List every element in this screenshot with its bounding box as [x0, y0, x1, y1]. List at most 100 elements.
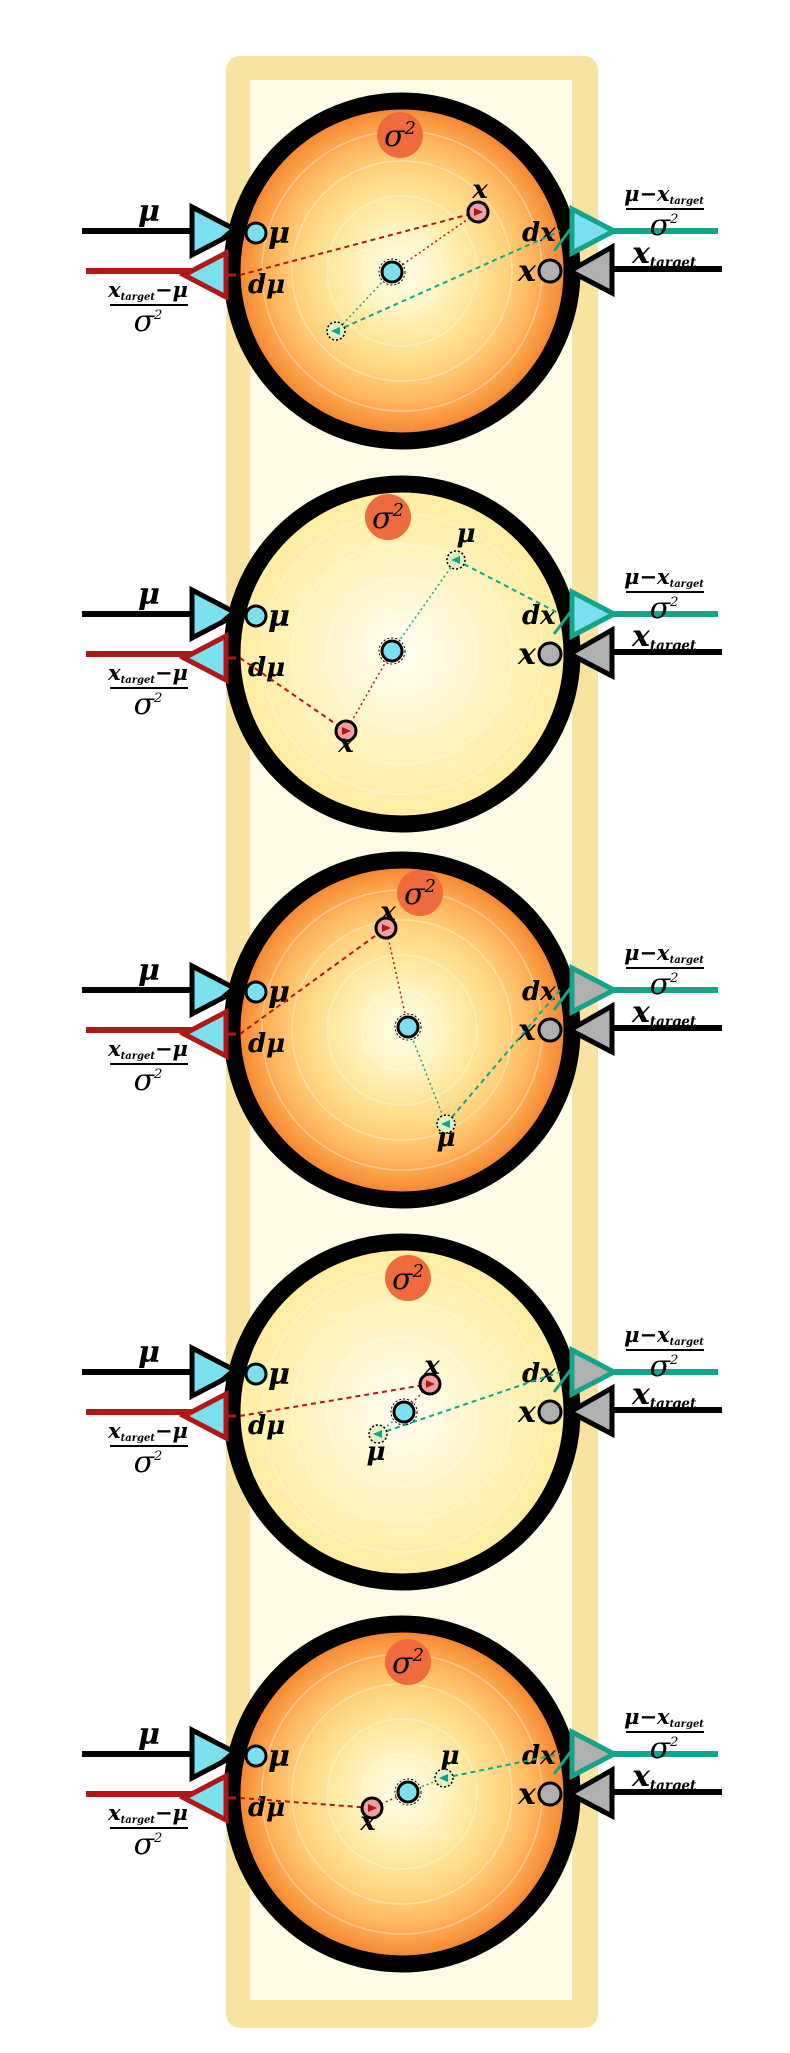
x-port-label: x	[517, 637, 537, 672]
x-port-dot	[537, 1781, 563, 1807]
sigma-badge	[397, 870, 443, 916]
mu-port-dot	[244, 604, 268, 628]
mu-port-dot	[244, 1362, 268, 1386]
dmu-output-port-icon	[178, 1771, 229, 1825]
target-arrow-icon	[439, 1774, 448, 1782]
mu-port-dot	[244, 980, 268, 1004]
grad-mu-numerator: xtarget−μ	[107, 277, 188, 303]
sigma-squared-label: σ2	[392, 1261, 424, 1297]
mu-port-label: μ	[268, 216, 290, 251]
contour-ring	[291, 919, 513, 1141]
x-port-dot	[537, 641, 563, 667]
x-target-label: xtarget	[631, 995, 697, 1030]
mean-marker-icon	[380, 260, 404, 284]
sample-x-label: x	[337, 729, 354, 759]
x-port-dot	[537, 258, 563, 284]
x-port-label: x	[517, 254, 537, 289]
sample-arrow-icon	[474, 208, 483, 216]
grad-mu-fraction: xtarget−μσ2	[107, 1800, 188, 1862]
grad-mu-fraction: xtarget−μσ2	[107, 277, 188, 339]
sample-x-label: x	[359, 1807, 376, 1837]
grad-x-numerator: μ−xtarget	[624, 1322, 704, 1348]
x-port-label: x	[517, 1777, 537, 1812]
x-port-label: x	[517, 1395, 537, 1430]
dx-tick	[552, 1749, 574, 1775]
grad-mu-numerator: xtarget−μ	[107, 1800, 188, 1826]
sigma-squared-label: σ2	[650, 591, 679, 626]
mu-to-target-dotted	[391, 559, 457, 652]
sigma-squared-label: σ2	[134, 1063, 163, 1098]
grad-x-numerator: μ−xtarget	[624, 181, 704, 207]
dmu-output-port-icon	[178, 631, 229, 685]
teal-dashed-path	[445, 989, 561, 1125]
x-target-input-port-icon	[564, 1383, 615, 1439]
contour-ring	[291, 543, 513, 765]
sigma-squared-label: σ2	[650, 1731, 679, 1766]
sample-x-label: x	[379, 897, 396, 927]
sigma-squared-label: σ2	[384, 118, 416, 154]
dmu-output-port-icon	[178, 1389, 229, 1443]
x-target-label: xtarget	[631, 1759, 697, 1794]
contour-ring	[291, 160, 513, 382]
port-connector	[213, 1358, 245, 1388]
contour-ring	[326, 195, 478, 347]
mu-to-target-dotted	[407, 1026, 447, 1125]
mu-input-label: μ	[138, 953, 160, 988]
mean-marker-icon	[392, 1400, 416, 1424]
sigma-badge	[385, 1639, 431, 1685]
dx-port-label: dx	[522, 218, 556, 248]
dx-output-port-icon	[569, 1345, 620, 1399]
grad-mu-fraction: xtarget−μσ2	[107, 660, 188, 722]
sigma-squared-label: σ2	[134, 687, 163, 722]
x-target-input-port-icon	[564, 1765, 615, 1821]
mean-marker-icon	[380, 639, 404, 663]
dmu-port-label: dμ	[248, 1029, 285, 1059]
mu-port-label: μ	[268, 599, 290, 634]
dx-tick	[552, 226, 574, 252]
contour-ring	[361, 613, 443, 695]
teal-dashed-path	[335, 230, 561, 332]
sigma-badge	[365, 494, 411, 540]
dx-output-port-icon	[569, 963, 620, 1017]
mu-port-label: μ	[268, 1739, 290, 1774]
sample-arrow-icon	[426, 1380, 435, 1388]
target-mu-label: μ	[456, 519, 475, 549]
x-target-input-port-icon	[564, 625, 615, 681]
red-dashed-path	[239, 927, 387, 1035]
x-target-label: xtarget	[631, 1377, 697, 1412]
dx-tick	[552, 609, 574, 635]
mean-halo	[378, 637, 406, 665]
grad-x-numerator: μ−xtarget	[624, 940, 704, 966]
dx-output-port-icon	[569, 587, 620, 641]
port-connector	[213, 976, 245, 1006]
contour-ring	[361, 1753, 443, 1835]
sigma-squared-label: σ2	[404, 876, 436, 912]
mu-input-label: μ	[138, 1717, 160, 1752]
mu-input-label: μ	[138, 1335, 160, 1370]
panels-group: σ2μμdμdxxxtargetxtarget−μσ2μ−xtargetσ2xσ…	[82, 92, 722, 1973]
sigma-squared-label: σ2	[650, 208, 679, 243]
sigma-squared-label: σ2	[650, 967, 679, 1002]
sample-x-label: x	[423, 1351, 440, 1381]
sigma-squared-label: σ2	[134, 1827, 163, 1862]
contour-ring	[361, 230, 443, 312]
mean-halo	[394, 1778, 422, 1806]
grad-mu-fraction: xtarget−μσ2	[107, 1418, 188, 1480]
sample-arrow-icon	[342, 727, 351, 735]
x-target-label: xtarget	[631, 236, 697, 271]
mean-halo	[378, 258, 406, 286]
target-mu-label: μ	[366, 1437, 385, 1467]
sample-arrow-icon	[368, 1804, 377, 1812]
sigma-squared-label: σ2	[134, 304, 163, 339]
x-target-input-port-icon	[564, 1001, 615, 1057]
x-port-label: x	[517, 1013, 537, 1048]
